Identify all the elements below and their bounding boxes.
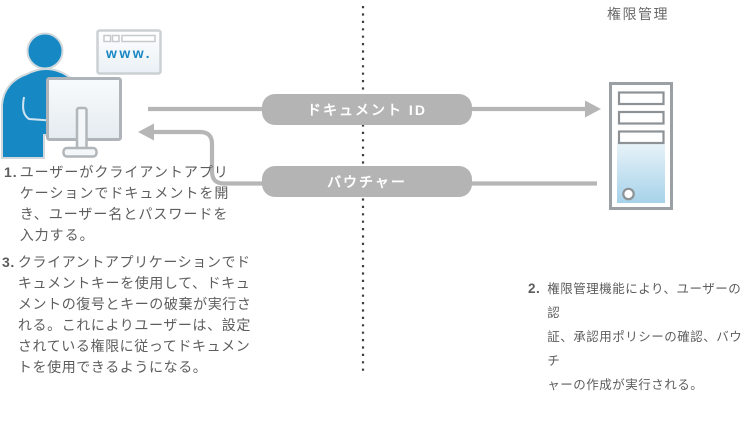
browser-www-label: www. xyxy=(105,45,153,61)
server-tower-icon xyxy=(609,82,673,210)
step-1: 1. ユーザーがクライアントアプリ ケーションでドキュメントを開 き、ユーザー名… xyxy=(4,162,229,246)
server-slot-1 xyxy=(617,91,665,106)
step-3-marker: 3. xyxy=(2,254,15,270)
arrow-voucher xyxy=(138,123,597,186)
server-title: 権限管理 xyxy=(607,6,669,22)
step-3: 3. クライアントアプリケーションでド キュメントキーを使用して、ドキュ メント… xyxy=(2,252,252,378)
step-1-marker: 1. xyxy=(4,164,18,180)
step-2-marker: 2. xyxy=(528,281,541,296)
user-head xyxy=(26,32,64,70)
step-2: 2. 権限管理機能により、ユーザーの認 証、承認用ポリシーの確認、バウチ ャーの… xyxy=(528,277,750,397)
browser-button-1 xyxy=(103,34,112,43)
monitor-icon xyxy=(46,77,122,158)
server-slot-2 xyxy=(617,110,665,125)
arrow-voucher-head xyxy=(138,123,154,141)
server-power-button xyxy=(622,187,635,201)
user-arm-crease xyxy=(22,96,51,122)
step-1-text: ユーザーがクライアントアプリ ケーションでドキュメントを開 き、ユーザー名とパス… xyxy=(19,164,230,243)
browser-address-bar xyxy=(121,34,156,43)
monitor-stand-pole xyxy=(75,106,88,152)
arrow-document-id-head xyxy=(585,100,601,118)
browser-window-icon xyxy=(96,29,162,75)
step-3-text: クライアントアプリケーションでド キュメントキーを使用して、ドキュ メントの復号… xyxy=(17,254,252,375)
arrow-voucher-line xyxy=(154,129,597,186)
server-slot-3 xyxy=(617,130,665,145)
flow-label-document-id: ドキュメント ID xyxy=(262,94,472,125)
browser-button-2 xyxy=(111,34,120,43)
monitor-stand-base xyxy=(62,146,98,158)
flow-label-voucher: バウチャー xyxy=(262,166,472,197)
step-2-text: 権限管理機能により、ユーザーの認 証、承認用ポリシーの確認、バウチ ャーの作成が… xyxy=(547,282,743,392)
